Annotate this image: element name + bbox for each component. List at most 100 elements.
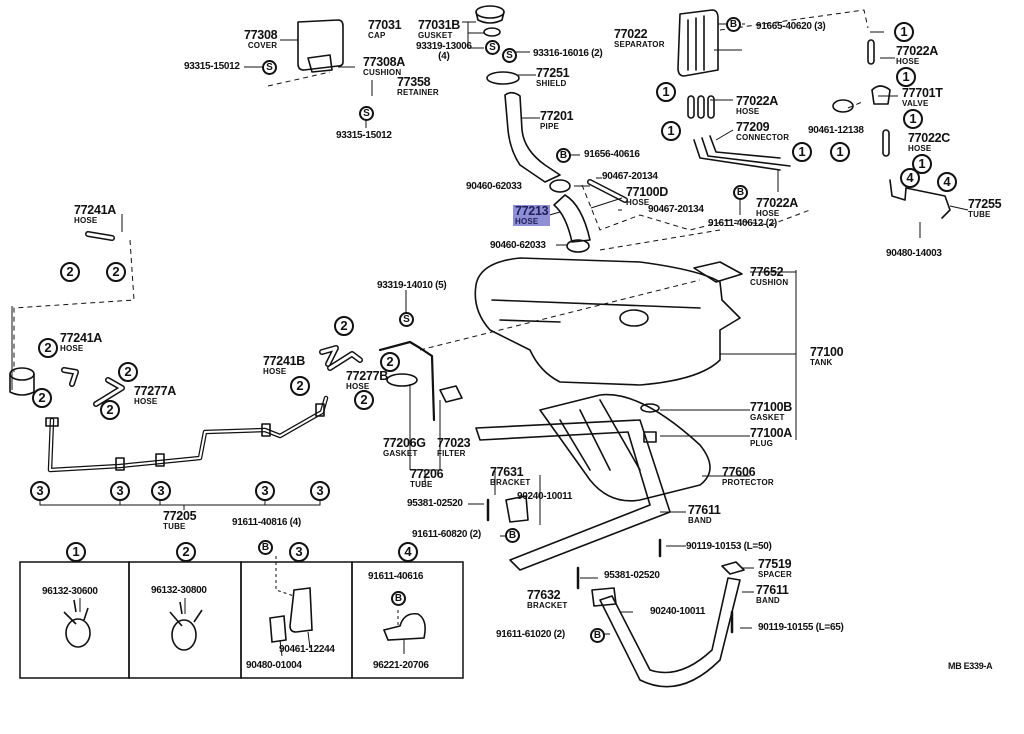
symbol-b-icon: B <box>733 185 748 200</box>
symbol-3-icon: 3 <box>110 481 130 501</box>
label-91611-60820[interactable]: 91611-60820 (2) <box>412 529 481 540</box>
label-93315-15012-b[interactable]: 93315-15012 <box>336 130 392 141</box>
label-91611-40612[interactable]: 91611-40612 (2) <box>708 218 777 229</box>
separator-part <box>677 9 719 77</box>
symbol-2-icon: 2 <box>100 400 120 420</box>
label-93316-16016[interactable]: 93316-16016 (2) <box>533 48 603 59</box>
symbol-4-icon: 4 <box>937 172 957 192</box>
protector-part <box>539 393 711 502</box>
label-95381-02520-a[interactable]: 95381-02520 <box>407 498 463 509</box>
label-90460-62033-b[interactable]: 90460-62033 <box>490 240 546 251</box>
fuel-sender-tube <box>378 340 436 422</box>
symbol-b-icon: B <box>726 17 741 32</box>
label-93319-13006[interactable]: 93319-13006(4) <box>416 41 472 62</box>
cap-part <box>475 5 505 19</box>
hose-77213-part <box>553 194 591 243</box>
legend-part-90461-12244[interactable]: 90461-12244 <box>279 644 335 655</box>
drain-gasket-part <box>640 403 660 413</box>
label-91665-40620[interactable]: 91665-40620 (3) <box>756 21 826 32</box>
symbol-s-icon: S <box>485 40 500 55</box>
label-95381-02520-b[interactable]: 95381-02520 <box>604 570 660 581</box>
legend-part-90480-01004[interactable]: 90480-01004 <box>246 660 302 671</box>
symbol-2-icon: 2 <box>334 316 354 336</box>
label-90467-20134-a[interactable]: 90467-20134 <box>602 171 658 182</box>
reference-code: MB E339-A <box>948 661 993 671</box>
label-90119-10155[interactable]: 90119-10155 (L=65) <box>758 622 844 633</box>
legend-part-96221-20706[interactable]: 96221-20706 <box>373 660 429 671</box>
tank-cushion-part <box>693 261 743 283</box>
symbol-s-icon: S <box>359 106 374 121</box>
symbol-2-icon: 2 <box>290 376 310 396</box>
label-91656-40616[interactable]: 91656-40616 <box>584 149 640 160</box>
legend-bolt-91611-40816[interactable]: 91611-40816 (4) <box>232 517 301 528</box>
legend-key-2-icon: 2 <box>176 542 196 562</box>
legend-part-96132-30800[interactable]: 96132-30800 <box>151 585 207 596</box>
label-93319-14010[interactable]: 93319-14010 (5) <box>377 280 447 291</box>
drain-plug-part <box>643 431 657 443</box>
symbol-3-icon: 3 <box>30 481 50 501</box>
symbol-2-icon: 2 <box>32 388 52 408</box>
label-93315-15012-a[interactable]: 93315-15012 <box>184 61 240 72</box>
legend-bolt-91611-40616[interactable]: 91611-40616 <box>368 571 424 582</box>
label-90119-10153[interactable]: 90119-10153 (L=50) <box>686 541 772 552</box>
symbol-1-icon: 1 <box>894 22 914 42</box>
filler-pipe-part <box>504 91 561 183</box>
sender-filter <box>439 385 463 403</box>
label-90461-12138[interactable]: 90461-12138 <box>808 125 864 136</box>
symbol-s-icon: S <box>399 312 414 327</box>
label-90240-10011-b[interactable]: 90240-10011 <box>650 606 706 617</box>
bracket-77632 <box>591 587 617 607</box>
canister-part <box>9 367 35 381</box>
label-90467-20134-b[interactable]: 90467-20134 <box>648 204 704 215</box>
symbol-2-icon: 2 <box>354 390 374 410</box>
symbol-1-icon: 1 <box>656 82 676 102</box>
label-90460-62033-a[interactable]: 90460-62033 <box>466 181 522 192</box>
symbol-1-icon: 1 <box>903 109 923 129</box>
legend-part-96132-30600[interactable]: 96132-30600 <box>42 586 98 597</box>
label-90240-10011-a[interactable]: 90240-10011 <box>517 491 573 502</box>
symbol-1-icon: 1 <box>792 142 812 162</box>
symbol-2-icon: 2 <box>380 352 400 372</box>
connector-part <box>693 135 791 171</box>
symbol-3-icon: 3 <box>310 481 330 501</box>
symbol-2-icon: 2 <box>118 362 138 382</box>
label-90480-14003[interactable]: 90480-14003 <box>886 248 942 259</box>
label-91611-61020[interactable]: 91611-61020 (2) <box>496 629 565 640</box>
